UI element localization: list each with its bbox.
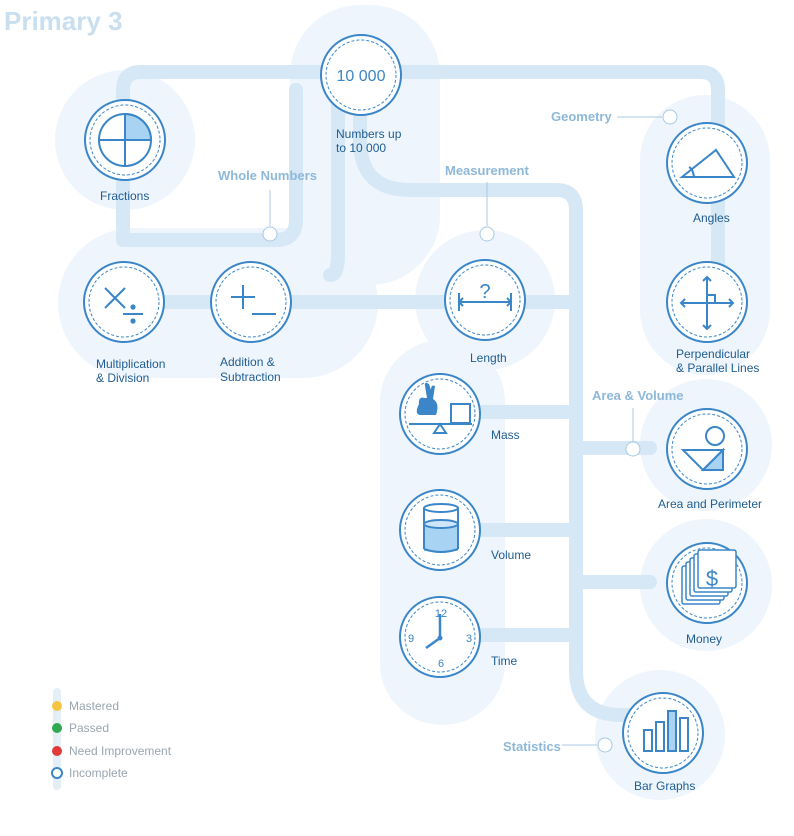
topic-label-multiplication-line1: Multiplication (96, 357, 166, 371)
page-title: Primary 3 (4, 6, 123, 36)
bar-graphs-icon (643, 710, 689, 752)
category-whole-numbers[interactable]: Whole Numbers (218, 168, 317, 183)
whole-numbers-marker (262, 226, 278, 242)
angles-node[interactable] (666, 122, 748, 204)
mass-node[interactable] (399, 373, 481, 455)
numbers-node[interactable] (320, 34, 402, 116)
topic-label-numbers-line1: Numbers up (336, 127, 402, 141)
topic-label-fractions: Fractions (100, 189, 150, 203)
clock-numbers: 12 3 6 9 (408, 608, 472, 670)
category-geometry[interactable]: Geometry (551, 109, 612, 124)
topic-label-mass: Mass (491, 428, 520, 442)
green-dot-icon (52, 723, 62, 733)
geometry-marker (662, 109, 678, 125)
clock-six: 6 (438, 658, 444, 670)
topic-label-addition-line2: Subtraction (220, 370, 281, 384)
category-measurement[interactable]: Measurement (445, 163, 529, 178)
length-question-mark: ? (479, 281, 490, 303)
legend-label-mastered: Mastered (69, 699, 120, 713)
topic-label-length: Length (470, 351, 507, 365)
fractions-icon (98, 112, 153, 167)
clock-twelve: 12 (435, 608, 447, 620)
topic-label-perpendicular-line1: Perpendicular (676, 347, 751, 361)
category-statistics[interactable]: Statistics (503, 739, 561, 754)
legend-label-need-improvement: Need Improvement (69, 744, 172, 758)
connector-tracks (116, 65, 725, 722)
topic-label-angles: Angles (693, 211, 730, 225)
star-dot-icon (52, 701, 62, 711)
topic-label-multiplication-line2: & Division (96, 371, 150, 385)
mass-balance-icon (409, 382, 472, 434)
money-dollar-sign: $ (706, 566, 718, 591)
topic-label-volume: Volume (491, 548, 532, 562)
topic-label-time: Time (491, 654, 518, 668)
topic-label-addition-line1: Addition & (220, 355, 275, 369)
category-markers (262, 109, 678, 753)
angles-icon (679, 148, 736, 178)
perpendicular-parallel-icon (679, 275, 735, 331)
time-clock-icon (425, 614, 443, 650)
area-volume-marker (625, 441, 641, 457)
hollow-dot-icon (51, 767, 63, 779)
length-node[interactable] (444, 259, 526, 341)
category-area-volume[interactable]: Area & Volume (592, 388, 684, 403)
topic-label-area-perimeter: Area and Perimeter (658, 497, 763, 511)
clock-three: 3 (466, 633, 472, 645)
legend-label-incomplete: Incomplete (69, 766, 128, 780)
multiplication-node[interactable] (83, 261, 165, 343)
multiplication-division-icon (104, 287, 143, 324)
length-icon (457, 293, 513, 311)
addition-subtraction-icon (231, 285, 276, 315)
legend-label-passed: Passed (69, 721, 110, 735)
topic-label-perpendicular-line2: & Parallel Lines (676, 361, 760, 375)
area-perimeter-icon (680, 426, 726, 472)
volume-beaker-icon (423, 503, 459, 553)
topic-label-numbers-line2: to 10 000 (336, 141, 387, 155)
money-bills-icon (681, 549, 737, 605)
measurement-marker (479, 226, 495, 242)
topic-label-bar-graphs: Bar Graphs (634, 779, 696, 793)
topic-label-money: Money (686, 632, 723, 646)
addition-node[interactable] (210, 261, 292, 343)
red-dot-icon (52, 746, 62, 756)
legend-graphic (51, 688, 63, 790)
numbers-icon-text: 10 000 (337, 68, 386, 85)
clock-nine: 9 (408, 633, 414, 645)
statistics-marker (597, 737, 613, 753)
